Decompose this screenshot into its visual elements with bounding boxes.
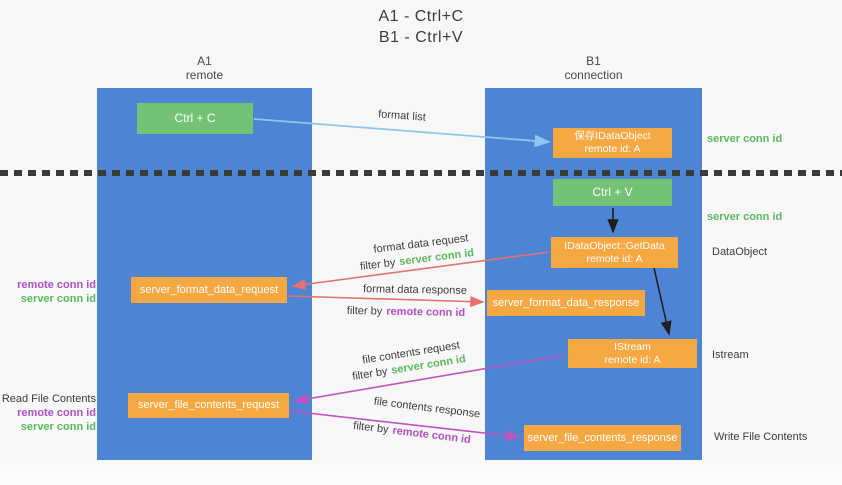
node-file-response-label: server_file_contents_response bbox=[527, 431, 678, 444]
label-server-conn-id: server conn id bbox=[20, 421, 96, 433]
node-server-format-data-request: server_format_data_request bbox=[131, 277, 287, 303]
node-save-idataobject-line2: remote id: A bbox=[584, 143, 641, 155]
filter-prefix: filter by bbox=[346, 304, 383, 318]
label-file-contents-response: file contents response bbox=[373, 395, 481, 421]
node-ctrl-c: Ctrl + C bbox=[137, 103, 253, 134]
label-server-conn-id-right-top: server conn id bbox=[707, 133, 783, 145]
label-write-file-contents: Write File Contents bbox=[714, 431, 808, 443]
label-server-conn-id: server conn id bbox=[20, 293, 96, 305]
label-format-list: format list bbox=[377, 108, 427, 124]
lane-right-name: B1 bbox=[586, 54, 601, 68]
node-save-idataobject: 保存IDataObject remote id: A bbox=[553, 128, 672, 158]
left-conn-id-stack-2: Read File Contents remote conn id server… bbox=[0, 392, 96, 434]
filter-key-remote-conn-id: remote conn id bbox=[386, 305, 466, 320]
node-format-request-label: server_format_data_request bbox=[139, 283, 279, 296]
label-remote-conn-id: remote conn id bbox=[17, 279, 96, 291]
node-format-response-label: server_format_data_response bbox=[492, 296, 640, 309]
node-getdata-line1: IDataObject::GetData bbox=[564, 239, 665, 252]
node-server-file-contents-request: server_file_contents_request bbox=[128, 393, 289, 418]
node-istream-line2: remote id: A bbox=[604, 353, 661, 366]
node-server-file-contents-response: server_file_contents_response bbox=[524, 425, 681, 451]
label-remote-conn-id: remote conn id bbox=[17, 407, 96, 419]
lane-header-right: B1 connection bbox=[485, 54, 702, 82]
filter-prefix: filter by bbox=[352, 419, 390, 437]
label-read-file-contents: Read File Contents bbox=[1, 393, 96, 405]
node-ctrl-v-label: Ctrl + V bbox=[592, 185, 633, 199]
node-getdata-line2: remote id: A bbox=[586, 252, 643, 265]
left-conn-id-stack-1: remote conn id server conn id bbox=[8, 278, 96, 306]
label-server-conn-id-right-mid: server conn id bbox=[707, 211, 783, 223]
node-istream: IStream remote id: A bbox=[568, 339, 697, 368]
session-separator-dashed-line bbox=[0, 170, 842, 176]
node-file-request-label: server_file_contents_request bbox=[137, 399, 280, 411]
filter-key-remote-conn-id: remote conn id bbox=[391, 424, 472, 447]
label-format-data-response: format data response bbox=[362, 283, 468, 297]
title-line-1: A1 - Ctrl+C bbox=[378, 8, 464, 25]
node-server-format-data-response: server_format_data_response bbox=[487, 290, 645, 316]
title-line-2: B1 - Ctrl+V bbox=[378, 29, 464, 46]
node-ctrl-c-label: Ctrl + C bbox=[174, 111, 216, 125]
label-istream: Istream bbox=[712, 349, 749, 361]
node-idataobject-getdata: IDataObject::GetData remote id: A bbox=[551, 237, 678, 268]
filter-prefix: filter by bbox=[351, 365, 389, 383]
label-dataobject: DataObject bbox=[712, 246, 768, 258]
filter-prefix: filter by bbox=[359, 256, 397, 273]
lane-right-role: connection bbox=[564, 68, 623, 82]
arrow-format-data-response bbox=[287, 295, 485, 308]
node-ctrl-v: Ctrl + V bbox=[553, 179, 672, 206]
lane-left-role: remote bbox=[185, 68, 224, 82]
lane-header-left: A1 remote bbox=[97, 54, 312, 82]
node-save-idataobject-line1: 保存IDataObject bbox=[574, 130, 651, 142]
lane-left-name: A1 bbox=[197, 54, 212, 68]
node-istream-line1: IStream bbox=[614, 340, 651, 353]
